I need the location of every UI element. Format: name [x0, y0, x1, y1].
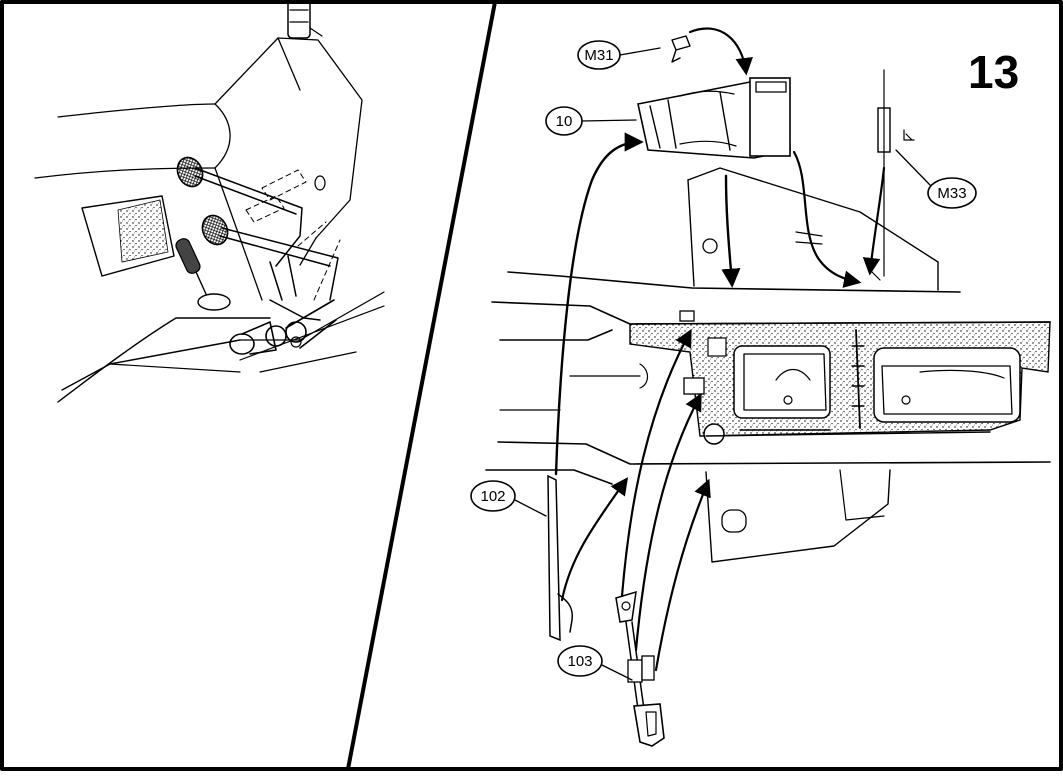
callout-10: 10	[545, 106, 637, 136]
svg-text:103: 103	[567, 653, 592, 670]
strap-part	[615, 590, 665, 747]
callout-m31: M31	[577, 40, 661, 70]
pedal-assembly-view	[34, 0, 385, 403]
callout-102: 102	[470, 480, 547, 517]
canister-part	[637, 77, 791, 159]
assembly-arrows	[554, 27, 886, 672]
svg-text:M33: M33	[937, 185, 966, 202]
svg-text:10: 10	[556, 113, 573, 130]
svg-text:102: 102	[480, 488, 505, 505]
chassis-frame-view: M31 10 M33 102 103	[470, 27, 1051, 747]
callout-103: 103	[557, 645, 633, 681]
callout-m33: M33	[895, 149, 977, 209]
page-number: 13	[968, 46, 1019, 98]
svg-text:M31: M31	[584, 47, 613, 64]
